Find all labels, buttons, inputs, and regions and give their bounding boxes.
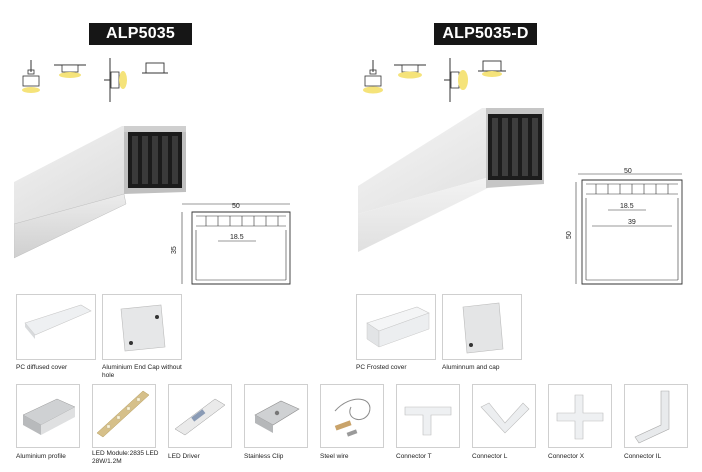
component-thumb-6: [396, 384, 460, 448]
surface-mount-icon: [478, 60, 506, 77]
profile-icon: [22, 398, 76, 435]
wall-mount-icon: [444, 58, 468, 102]
accessory-thumb-right-2: [442, 294, 522, 360]
connector-t-icon: [404, 406, 452, 436]
component-thumb-7: [472, 384, 536, 448]
wall-mount-icon: [104, 58, 127, 102]
clip-icon: [254, 400, 300, 433]
led-module-icon: [96, 390, 150, 438]
surface-mount-icon: [142, 62, 168, 74]
component-label-6: Connector T: [396, 453, 432, 460]
cover-icon: [24, 304, 92, 339]
dimension-inner-right: 18.5: [620, 203, 634, 210]
component-label-2: LED Module:2835 LED 28W/1.2M: [92, 450, 159, 465]
component-label-9: Connector IL: [624, 453, 662, 460]
accessory-thumb-right-1: [356, 294, 436, 360]
component-thumb-8: [548, 384, 612, 448]
cross-section-drawing-right: 50 50 18.5 39: [566, 168, 683, 285]
cover-icon: [366, 306, 430, 348]
component-thumb-2: [92, 384, 156, 448]
dimension-height-right: 50: [566, 231, 573, 239]
component-thumb-1: [16, 384, 80, 448]
recessed-mount-icon: [54, 64, 86, 78]
accessory-label-right-2: Aluminnum and cap: [442, 364, 500, 371]
cross-section-drawing-left: 50 35 18.5: [171, 203, 291, 285]
dimension-width-left: 50: [232, 203, 240, 210]
component-label-8: Connector X: [548, 453, 585, 460]
product-title-left: ALP5035: [89, 23, 192, 45]
component-thumb-5: [320, 384, 384, 448]
profile-3d-render-right: [358, 108, 544, 252]
dimension-width-right: 50: [624, 168, 632, 175]
end-cap-icon: [462, 302, 504, 354]
component-thumb-4: [244, 384, 308, 448]
dimension-inner-left: 18.5: [230, 234, 244, 241]
profile-3d-render-left: [14, 126, 186, 259]
dimension-inner2-right: 39: [628, 219, 636, 226]
component-label-5: Steel wire: [320, 453, 349, 460]
connector-l-icon: [480, 402, 530, 434]
component-label-3: LED Driver: [168, 453, 200, 460]
component-label-4: Stainless Clip: [244, 453, 284, 460]
connector-il-icon: [634, 390, 670, 444]
dimension-height-left: 35: [171, 246, 178, 254]
component-thumb-3: [168, 384, 232, 448]
component-label-1: Aluminium profile: [16, 453, 66, 460]
component-label-7: Connector L: [472, 453, 508, 460]
accessory-thumb-left-1: [16, 294, 96, 360]
connector-x-icon: [556, 394, 604, 440]
accessory-label-left-2: Aluminium End Cap without hole: [102, 364, 182, 379]
product-title-right: ALP5035-D: [434, 23, 537, 45]
recessed-mount-icon: [394, 64, 426, 79]
pendant-mount-icon: [363, 60, 383, 94]
pendant-mount-icon: [22, 60, 40, 93]
accessory-thumb-left-2: [102, 294, 182, 360]
end-cap-icon: [120, 304, 166, 352]
led-driver-icon: [174, 398, 226, 436]
component-thumb-9: [624, 384, 688, 448]
accessory-label-left-1: PC diffused cover: [16, 364, 68, 371]
steel-wire-icon: [334, 398, 371, 437]
accessory-label-right-1: PC Frosted cover: [356, 364, 407, 371]
